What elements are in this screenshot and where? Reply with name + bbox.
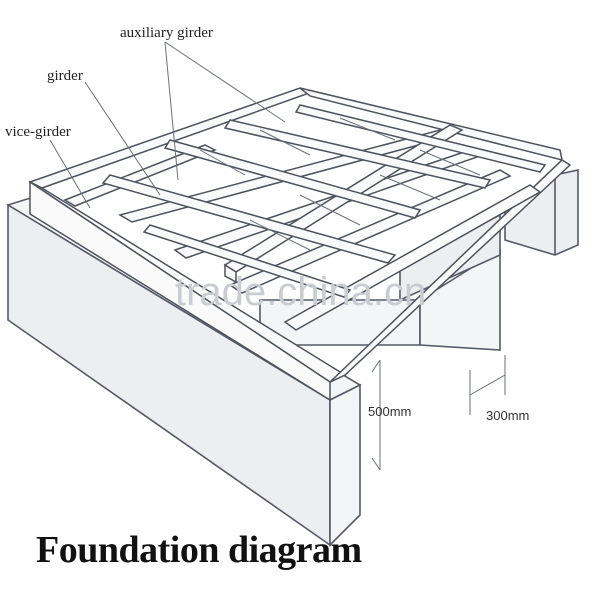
dimension-lines	[371, 355, 506, 471]
transverse-5	[142, 224, 352, 298]
inner-line-4	[379, 174, 441, 201]
leader-lines	[49, 41, 286, 209]
front-girder-web	[29, 180, 331, 402]
inner-line-1	[199, 149, 246, 176]
inner-line-5	[299, 194, 361, 226]
diagram-title: Foundation diagram	[36, 529, 362, 571]
leader-vice	[49, 139, 91, 209]
dim-height-tick-top	[371, 359, 381, 373]
dim-height-tick-bottom	[371, 457, 381, 471]
front-wall-face	[7, 203, 331, 547]
dim-height-label: 500mm	[368, 404, 411, 419]
inner-members	[199, 117, 481, 251]
outer-frame	[28, 87, 572, 402]
leader-aux-2	[164, 41, 179, 181]
girder-4	[283, 184, 542, 331]
transverse-3	[223, 119, 492, 189]
label-vice-girder: vice-girder	[5, 124, 71, 140]
transverse-1	[63, 144, 217, 207]
label-girder: girder	[47, 68, 83, 84]
inner-line-3	[339, 117, 396, 141]
leader-aux-1	[164, 41, 286, 123]
transverse-2	[163, 139, 422, 219]
inner-line-2	[259, 129, 311, 156]
front-right-beam	[329, 159, 572, 383]
transverse-6	[294, 104, 547, 173]
transverse-girders	[63, 104, 547, 298]
leader-girder	[84, 81, 161, 196]
inner-line-7	[419, 149, 481, 176]
label-auxiliary-girder: auxiliary girder	[120, 25, 213, 41]
dim-width-line	[469, 374, 506, 396]
dim-width-label: 300mm	[486, 408, 529, 423]
watermark: trade.china.cn	[175, 270, 426, 314]
cross-girder-web	[224, 263, 237, 284]
transverse-4	[101, 174, 397, 264]
inner-line-6	[249, 219, 311, 251]
front-wall-end	[329, 383, 361, 547]
middle-foundation-wall	[259, 213, 501, 351]
